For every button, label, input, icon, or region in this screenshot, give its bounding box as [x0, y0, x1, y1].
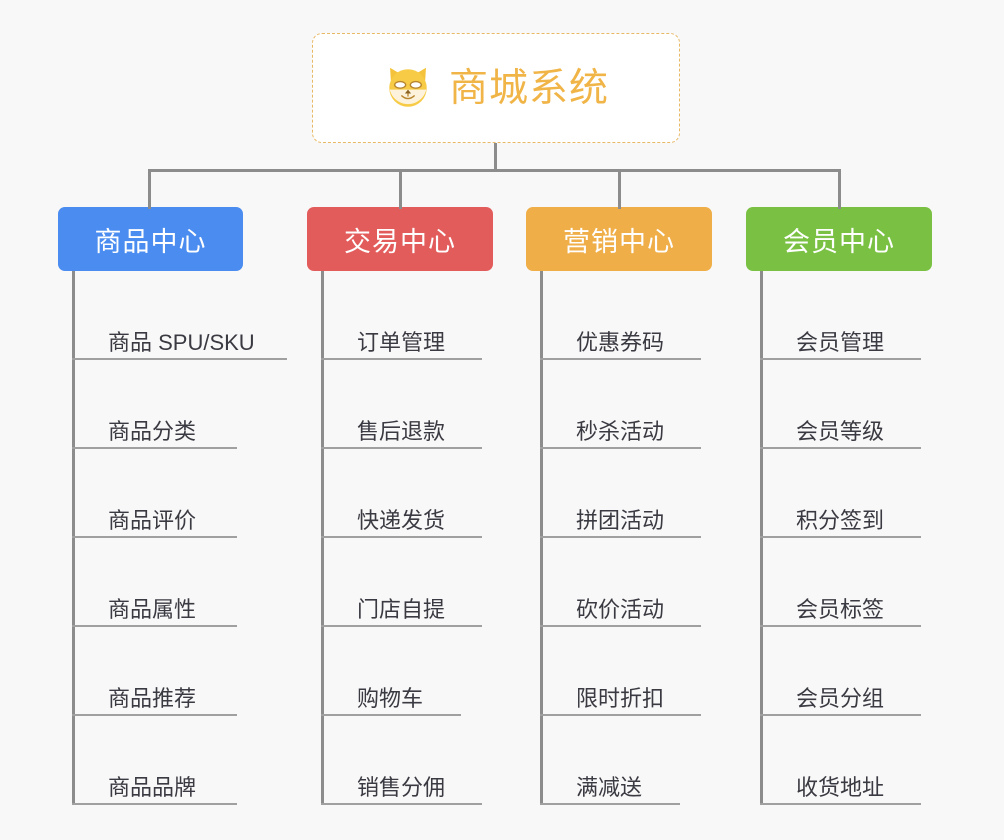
- leaf-underline: [760, 536, 921, 538]
- leaf-underline: [540, 714, 701, 716]
- leaf-item[interactable]: 销售分佣: [321, 716, 493, 805]
- connector-drop-1: [148, 169, 151, 209]
- leaf-label: 商品属性: [108, 597, 197, 622]
- leaf-underline: [321, 714, 461, 716]
- leaf-label: 会员标签: [796, 597, 885, 622]
- branch-spine-3: [540, 271, 543, 805]
- leaf-underline: [540, 625, 701, 627]
- leaf-underline: [321, 803, 482, 805]
- leaf-underline: [760, 714, 921, 716]
- connector-drop-2: [399, 169, 402, 209]
- leaf-item[interactable]: 秒杀活动: [540, 360, 712, 449]
- leaf-label: 销售分佣: [357, 775, 446, 800]
- root-title: 商城系统: [448, 66, 609, 110]
- leaf-item[interactable]: 售后退款: [321, 360, 493, 449]
- leaf-list-3: 优惠券码秒杀活动拼团活动砍价活动限时折扣满减送: [540, 271, 712, 805]
- leaf-underline: [760, 803, 921, 805]
- leaf-item[interactable]: 商品评价: [72, 449, 243, 538]
- leaf-label: 商品评价: [108, 508, 197, 533]
- connector-horizontal-bus: [150, 169, 840, 172]
- leaf-label: 购物车: [357, 686, 424, 711]
- leaf-label: 秒杀活动: [576, 419, 665, 444]
- leaf-item[interactable]: 拼团活动: [540, 449, 712, 538]
- leaf-label: 优惠券码: [576, 330, 665, 355]
- leaf-item[interactable]: 会员标签: [760, 538, 932, 627]
- leaf-underline: [540, 358, 701, 360]
- leaf-label: 订单管理: [357, 330, 446, 355]
- leaf-item[interactable]: 购物车: [321, 627, 493, 716]
- connector-drop-4: [838, 169, 841, 209]
- leaf-underline: [321, 447, 482, 449]
- leaf-item[interactable]: 订单管理: [321, 271, 493, 360]
- leaf-underline: [540, 536, 701, 538]
- branch-column-1: 商品中心商品 SPU/SKU 商品分类商品评价商品属性商品推荐商品品牌: [58, 207, 287, 805]
- root-node[interactable]: 商城系统: [312, 33, 680, 143]
- leaf-underline: [540, 447, 701, 449]
- leaf-underline: [72, 447, 237, 449]
- leaf-label: 售后退款: [357, 419, 446, 444]
- leaf-item[interactable]: 商品属性: [72, 538, 243, 627]
- category-header-1[interactable]: 商品中心: [58, 207, 243, 271]
- leaf-item[interactable]: 商品分类: [72, 360, 243, 449]
- leaf-label: 商品品牌: [108, 775, 197, 800]
- leaf-underline: [760, 358, 921, 360]
- leaf-item[interactable]: 快递发货: [321, 449, 493, 538]
- leaf-list-1: 商品 SPU/SKU 商品分类商品评价商品属性商品推荐商品品牌: [72, 271, 287, 805]
- leaf-list-4: 会员管理会员等级积分签到会员标签会员分组收货地址: [760, 271, 932, 805]
- leaf-item[interactable]: 商品 SPU/SKU: [72, 271, 287, 360]
- leaf-item[interactable]: 会员分组: [760, 627, 932, 716]
- branch-spine-1: [72, 271, 75, 805]
- leaf-label: 收货地址: [796, 775, 885, 800]
- leaf-item[interactable]: 满减送: [540, 716, 712, 805]
- leaf-label: 砍价活动: [576, 597, 665, 622]
- leaf-item[interactable]: 优惠券码: [540, 271, 712, 360]
- leaf-underline: [321, 358, 482, 360]
- branch-column-4: 会员中心会员管理会员等级积分签到会员标签会员分组收货地址: [746, 207, 932, 805]
- branch-spine-2: [321, 271, 324, 805]
- category-header-4[interactable]: 会员中心: [746, 207, 932, 271]
- leaf-underline: [72, 714, 237, 716]
- leaf-label: 快递发货: [357, 508, 446, 533]
- leaf-list-2: 订单管理售后退款快递发货门店自提购物车销售分佣: [321, 271, 493, 805]
- leaf-item[interactable]: 商品品牌: [72, 716, 243, 805]
- leaf-label: 商品分类: [108, 419, 197, 444]
- leaf-underline: [760, 447, 921, 449]
- leaf-label: 门店自提: [357, 597, 446, 622]
- leaf-underline: [321, 625, 482, 627]
- connector-drop-3: [618, 169, 621, 209]
- leaf-underline: [72, 536, 237, 538]
- branch-column-2: 交易中心订单管理售后退款快递发货门店自提购物车销售分佣: [307, 207, 493, 805]
- leaf-underline: [321, 536, 482, 538]
- leaf-item[interactable]: 砍价活动: [540, 538, 712, 627]
- leaf-item[interactable]: 限时折扣: [540, 627, 712, 716]
- leaf-item[interactable]: 门店自提: [321, 538, 493, 627]
- leaf-label: 限时折扣: [576, 686, 665, 711]
- leaf-label: 拼团活动: [576, 508, 665, 533]
- leaf-item[interactable]: 商品推荐: [72, 627, 243, 716]
- leaf-label: 满减送: [576, 775, 643, 800]
- shiba-dog-icon: [389, 67, 427, 107]
- leaf-underline: [72, 625, 237, 627]
- leaf-label: 商品 SPU/SKU: [108, 330, 255, 355]
- leaf-label: 会员管理: [796, 330, 885, 355]
- category-header-2[interactable]: 交易中心: [307, 207, 493, 271]
- branch-column-3: 营销中心优惠券码秒杀活动拼团活动砍价活动限时折扣满减送: [526, 207, 712, 805]
- leaf-item[interactable]: 会员等级: [760, 360, 932, 449]
- leaf-item[interactable]: 会员管理: [760, 271, 932, 360]
- leaf-item[interactable]: 收货地址: [760, 716, 932, 805]
- leaf-item[interactable]: 积分签到: [760, 449, 932, 538]
- leaf-label: 积分签到: [796, 508, 885, 533]
- branch-spine-4: [760, 271, 763, 805]
- leaf-label: 会员等级: [796, 419, 885, 444]
- leaf-underline: [72, 803, 237, 805]
- leaf-underline: [540, 803, 680, 805]
- leaf-underline: [72, 358, 287, 360]
- connector-root-stub: [494, 143, 497, 171]
- leaf-label: 商品推荐: [108, 686, 197, 711]
- category-header-3[interactable]: 营销中心: [526, 207, 712, 271]
- leaf-label: 会员分组: [796, 686, 885, 711]
- leaf-underline: [760, 625, 921, 627]
